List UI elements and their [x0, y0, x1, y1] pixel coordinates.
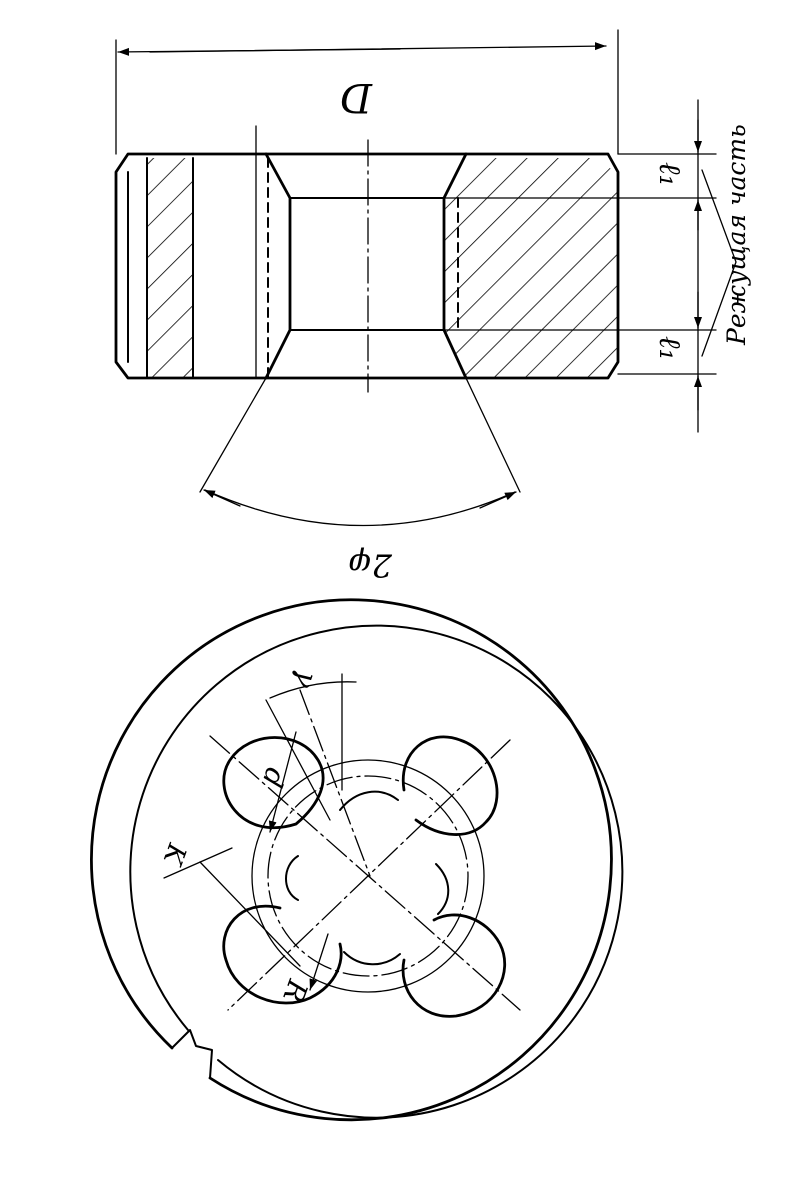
angle-ext-left: [199, 377, 267, 493]
thread-circle: [251, 759, 485, 993]
bore-outline: [264, 152, 468, 380]
hatch-right-body: [444, 158, 618, 378]
center-line-diag-1: [209, 735, 521, 1011]
center-line-short: [299, 689, 371, 877]
chip-hole-top-left: [222, 736, 325, 830]
dim-R-line: [309, 933, 329, 991]
cutting-part-leader: [701, 169, 737, 357]
slot-notch: [171, 1029, 213, 1079]
section-outline: [114, 152, 620, 380]
dim-D-line-back: [117, 47, 401, 56]
angle-ext-right: [465, 377, 521, 493]
angle-arc: [204, 489, 516, 527]
dim-K-ext: [199, 861, 301, 967]
gamma-label: γ: [288, 666, 325, 693]
dim-K-line: [163, 847, 233, 879]
front-view: γ d K R: [90, 598, 624, 1122]
section-view: D ℓ₁ ℓ₁ Режущая часть 2φ: [114, 29, 751, 584]
hatch-left-wall: [147, 158, 193, 378]
chip-hole-bottom-right: [401, 913, 506, 1018]
outer-ring: [90, 598, 613, 1122]
gamma-arc: [269, 681, 357, 699]
thread-teeth: [285, 790, 450, 966]
dim-d-line: [268, 731, 297, 833]
dim-l1-bottom-label: ℓ₁: [652, 336, 687, 361]
bore-circle: [267, 775, 469, 977]
dim-D-label: D: [340, 74, 373, 120]
angle-arrow-right: [479, 491, 517, 509]
gamma-ref-line-2: [265, 699, 331, 821]
chip-holes: [222, 735, 506, 1018]
angle-arrow-left: [203, 489, 241, 507]
dim-l1-top-label: ℓ₁: [652, 162, 687, 187]
chip-hole-bottom-left: [222, 904, 343, 1005]
cutting-part-label: Режущая часть: [722, 124, 751, 346]
angle-label: 2φ: [349, 546, 393, 584]
inner-ring: [129, 624, 624, 1119]
dim-K-label: K: [156, 839, 192, 870]
chip-hole-top-right: [401, 735, 499, 836]
